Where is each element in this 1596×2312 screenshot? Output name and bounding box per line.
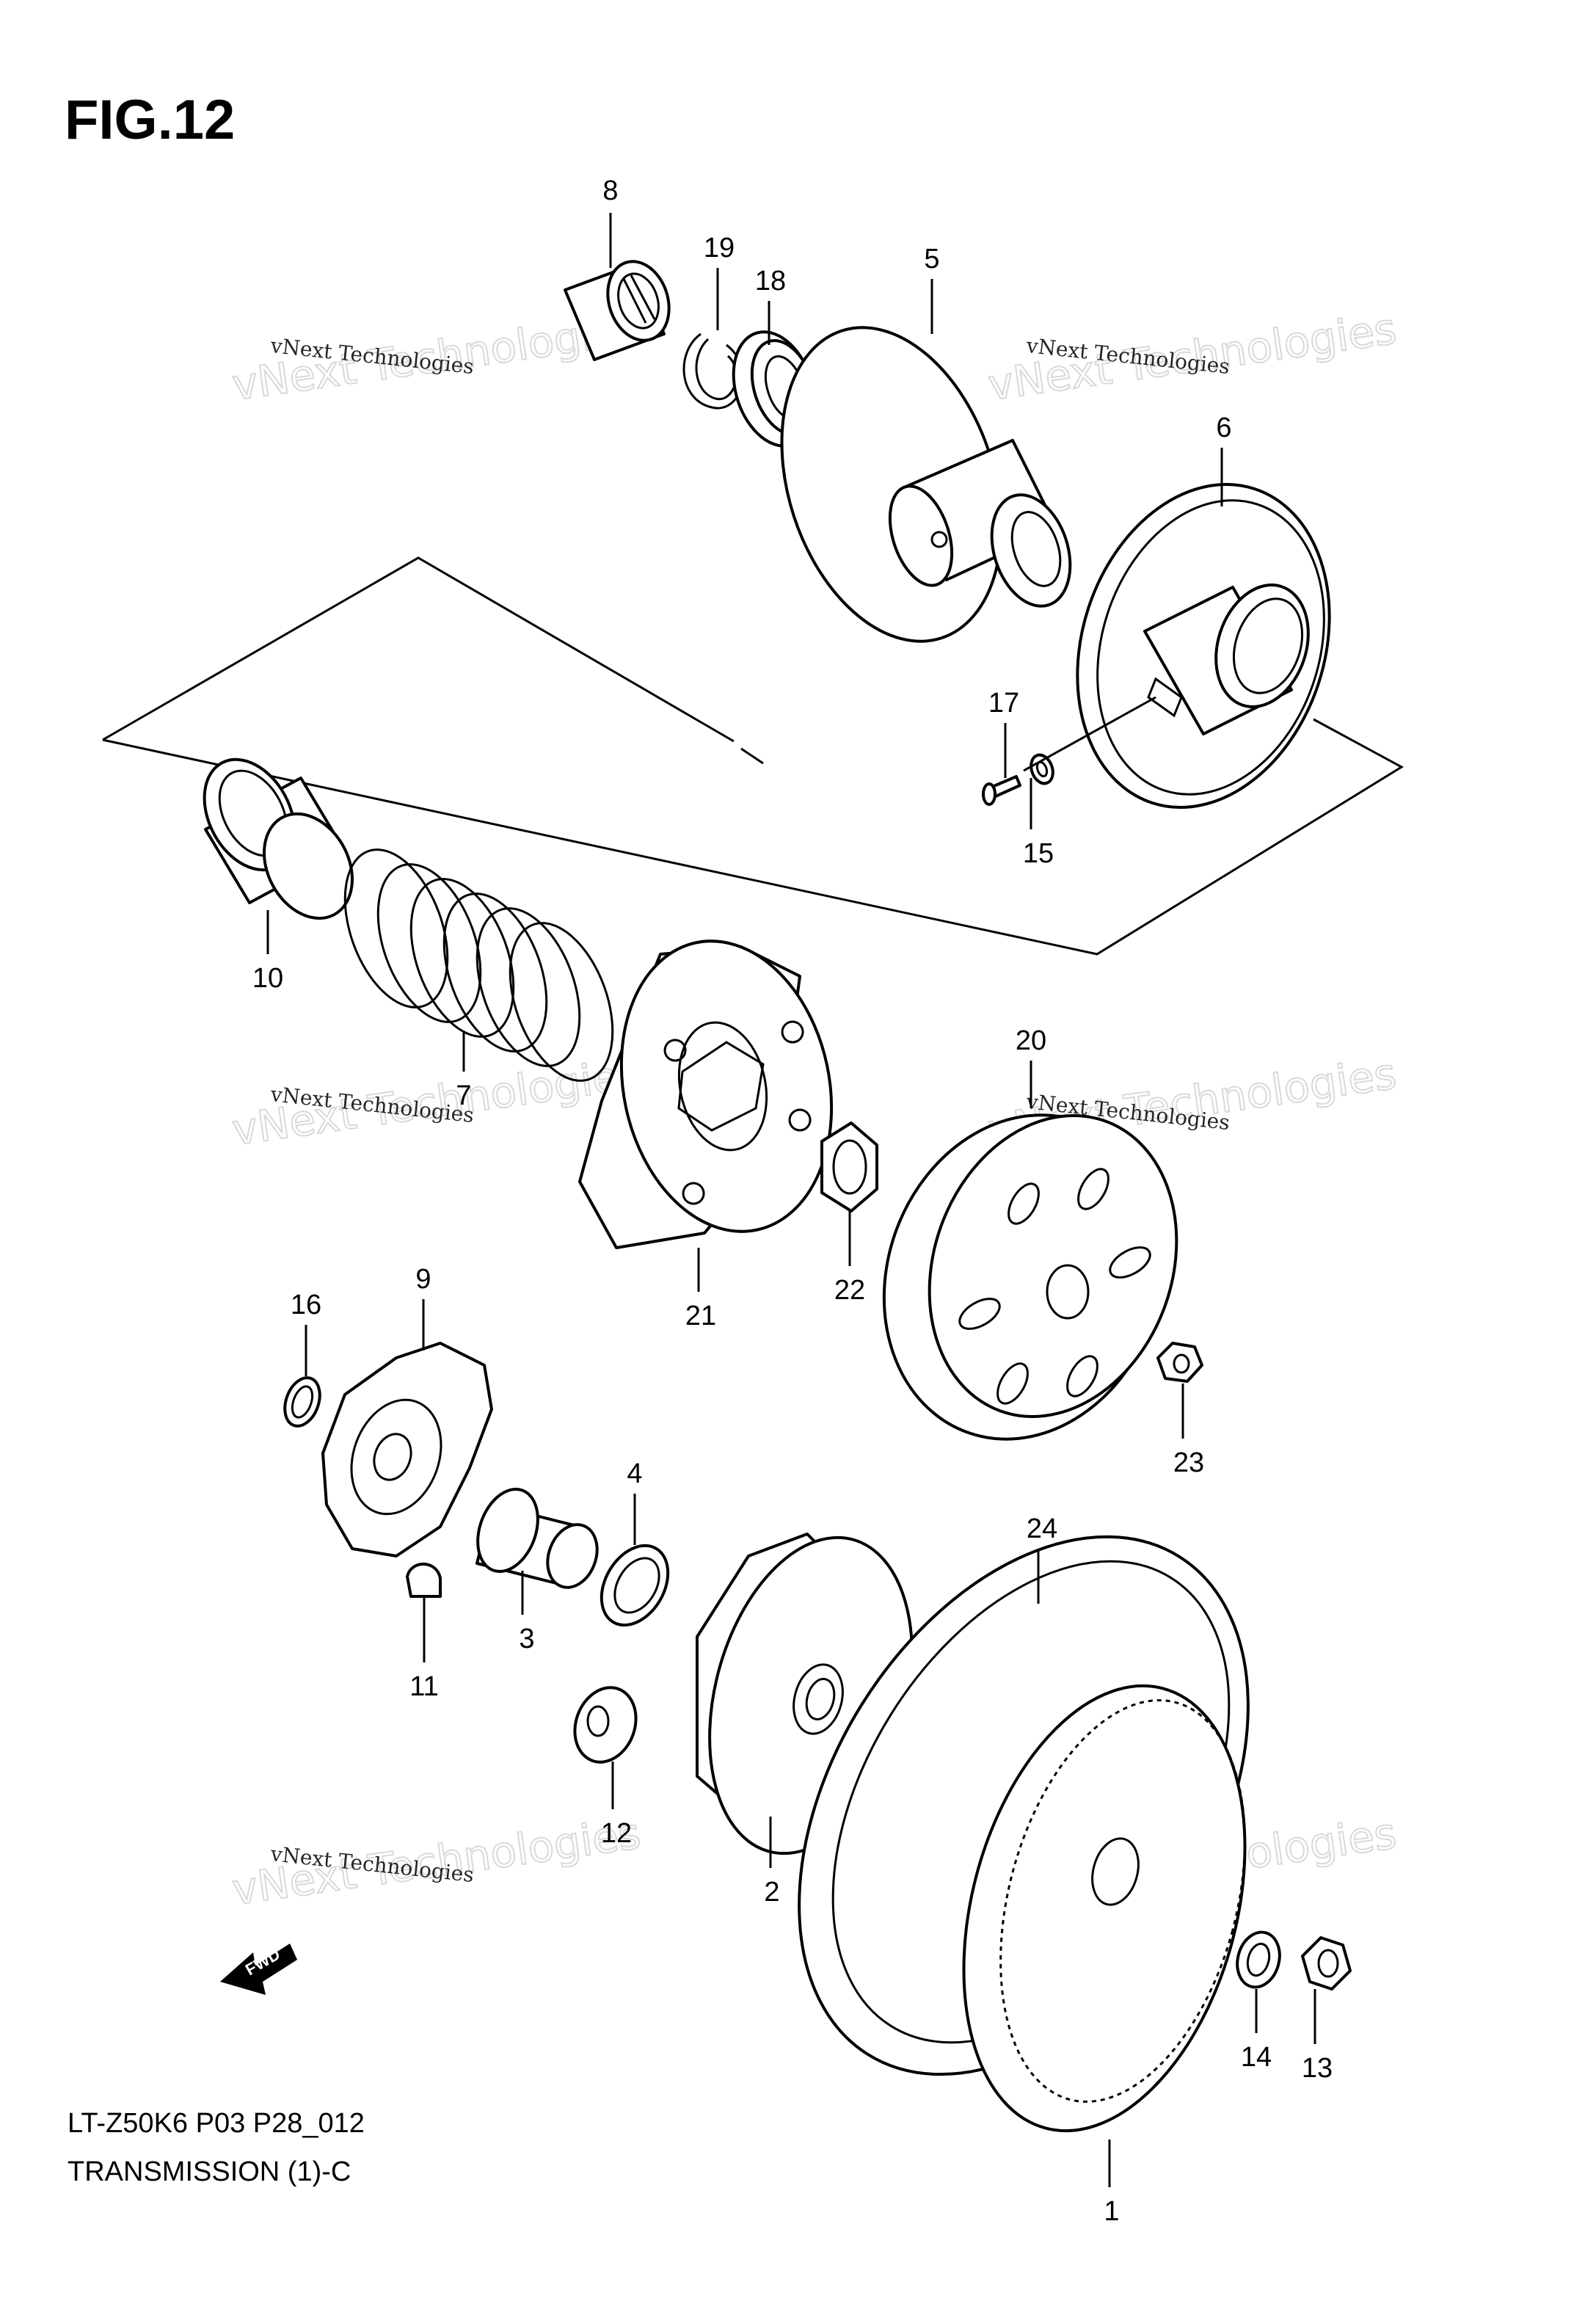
part-1-driven-pulley [962, 1684, 1247, 2133]
part-15-washer [1030, 753, 1054, 785]
callout-10: 10 [252, 963, 283, 994]
part-20-clutch-housing [882, 1113, 1178, 1441]
part-13-nut [1301, 1936, 1352, 1991]
callout-18: 18 [755, 266, 786, 297]
figure-title: FIG.12 [65, 89, 236, 151]
part-3-collar [475, 1487, 599, 1589]
callout-16: 16 [291, 1290, 321, 1320]
callout-8: 8 [602, 175, 618, 206]
callout-20: 20 [1016, 1025, 1046, 1056]
callout-15: 15 [1023, 838, 1054, 869]
part-21-clutch-shoe [578, 939, 834, 1249]
callout-6: 6 [1216, 412, 1231, 443]
callout-9: 9 [415, 1264, 431, 1295]
part-23-nut [1156, 1342, 1203, 1383]
callout-19: 19 [704, 233, 735, 263]
part-14-washer [1236, 1930, 1281, 1989]
callout-13: 13 [1302, 2053, 1333, 2084]
callout-4: 4 [627, 1458, 642, 1489]
part-5-movable-drive-face [780, 326, 1072, 643]
callout-3: 3 [519, 1624, 534, 1654]
callout-21: 21 [685, 1301, 716, 1331]
callout-23: 23 [1173, 1447, 1204, 1478]
fwd-arrow-icon: FWD [220, 1944, 297, 1995]
callout-11: 11 [409, 1671, 438, 1702]
part-7-spring [343, 848, 614, 1082]
part-16-washer [283, 1376, 321, 1428]
callout-2: 2 [764, 1877, 779, 1908]
callout-1: 1 [1104, 2196, 1119, 2227]
callout-12: 12 [601, 1818, 632, 1849]
callout-22: 22 [834, 1275, 865, 1306]
part-8-needle-bearing [564, 260, 671, 361]
callout-17: 17 [988, 688, 1019, 719]
callout-14: 14 [1241, 2042, 1272, 2073]
leader-lines [266, 213, 1316, 2187]
part-22-nut [820, 1122, 878, 1213]
diagram-name: TRANSMISSION (1)-C [68, 2156, 351, 2187]
diagram-code: LT-Z50K6 P03 P28_012 [68, 2108, 365, 2139]
part-12-bearing [573, 1686, 638, 1764]
callout-5: 5 [924, 244, 939, 275]
part-10-spacer-sleeve [203, 757, 354, 920]
callout-labels: 8 19 18 5 6 17 15 10 7 21 22 20 16 9 23 … [252, 175, 1333, 2227]
assembly-frame [102, 556, 1404, 956]
callout-24: 24 [1027, 1513, 1057, 1544]
part-17-pin [982, 775, 1021, 806]
callout-7: 7 [456, 1080, 471, 1111]
part-4-ring [600, 1544, 670, 1627]
part-6-drive-face-plate [1076, 483, 1331, 809]
part-11-clip [406, 1563, 442, 1598]
part-9-ramp-plate [321, 1342, 493, 1557]
